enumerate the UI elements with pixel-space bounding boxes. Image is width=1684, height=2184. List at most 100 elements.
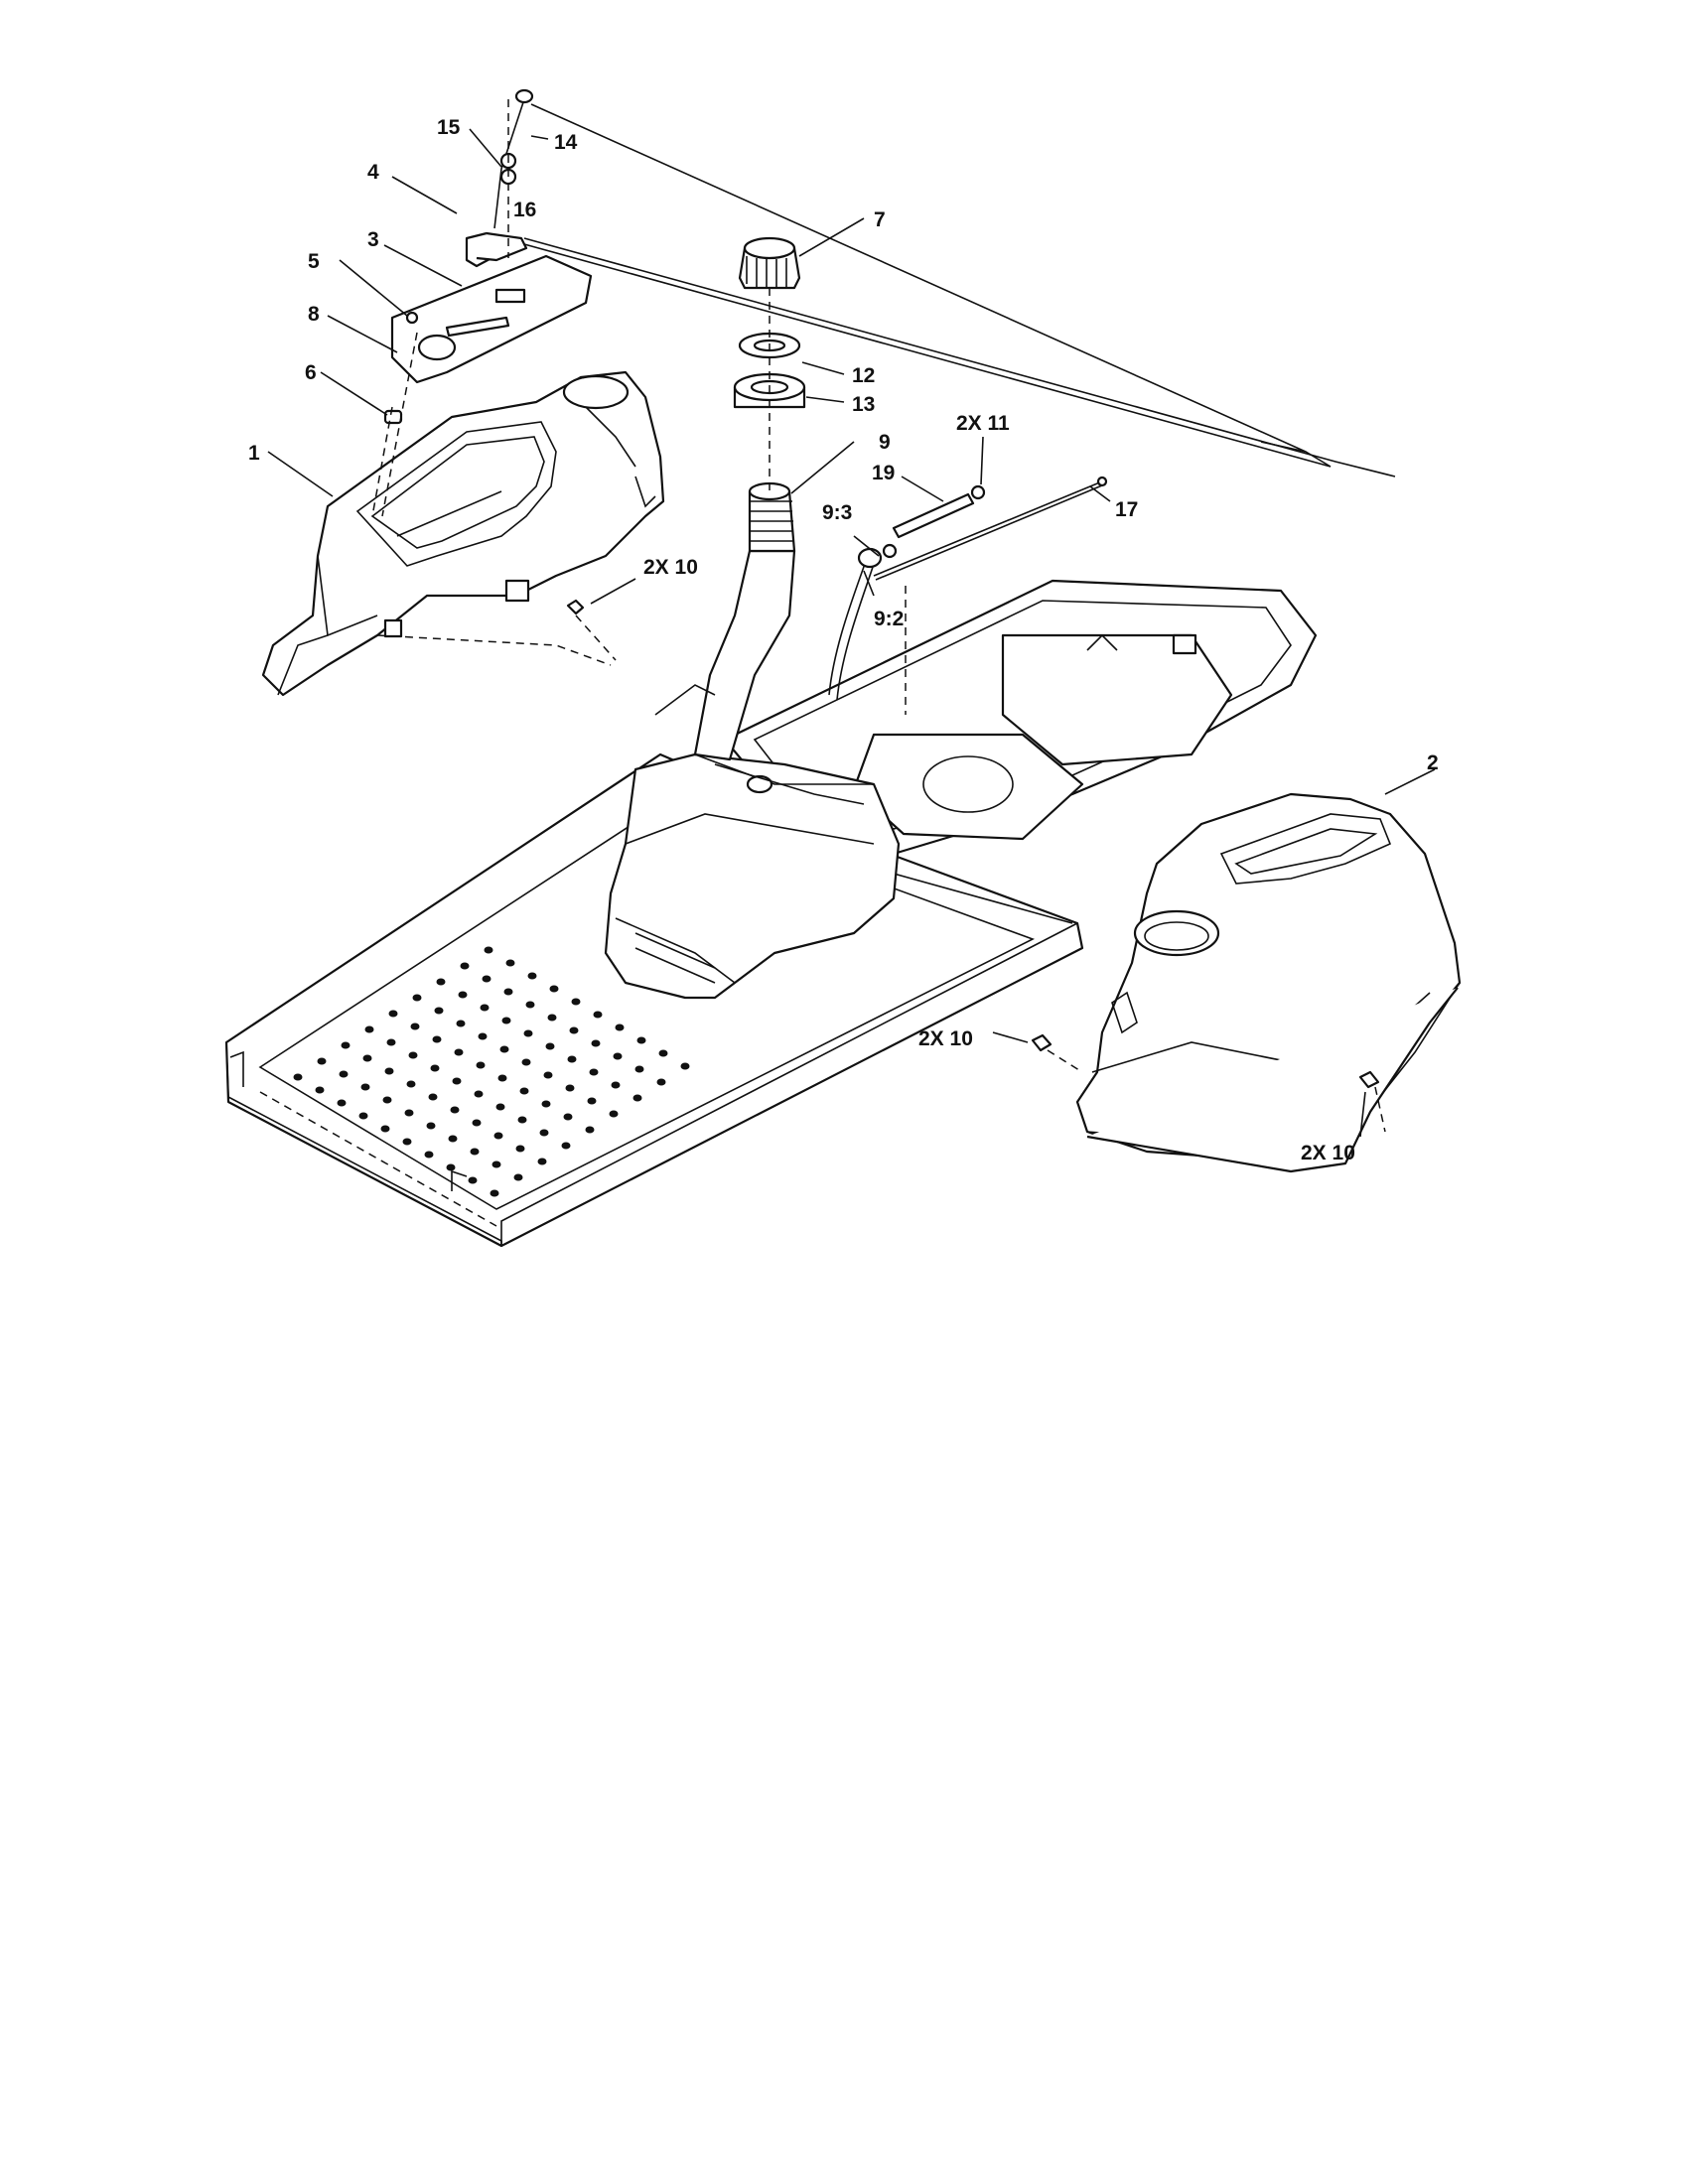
floor-hole [436, 978, 446, 986]
floor-hole [495, 1103, 505, 1111]
filler-neck [654, 481, 796, 761]
floor-hole [470, 1148, 480, 1156]
floor-hole [567, 1055, 577, 1063]
right-fender [1075, 792, 1462, 1173]
floor-hole [569, 1026, 579, 1034]
floor-hole [339, 1070, 349, 1078]
floor-hole [632, 1094, 642, 1102]
floor-hole [523, 1029, 533, 1037]
left-fender [261, 370, 665, 697]
floor-hole [360, 1083, 370, 1091]
floor-hole [474, 1090, 484, 1098]
floor-hole [412, 994, 422, 1002]
vent-fitting [857, 547, 883, 569]
floor-hole [452, 1077, 462, 1085]
floor-hole [380, 1125, 390, 1133]
control-knob [465, 231, 528, 268]
vent-nut [882, 543, 898, 559]
floor-hole [563, 1113, 573, 1121]
floor-hole [549, 985, 559, 993]
floor-hole [337, 1099, 347, 1107]
callout-12: 12 [852, 364, 875, 387]
nut-11 [970, 484, 986, 500]
floor-hole [456, 1020, 466, 1027]
floor-hole [482, 975, 491, 983]
support-rod-17 [873, 480, 1103, 577]
floor-hole [480, 1004, 490, 1012]
floor-hole [454, 1048, 464, 1056]
callout-9: 9 [879, 431, 891, 454]
floor-hole [525, 1001, 535, 1009]
floor-hole [587, 1097, 597, 1105]
floor-plate-holes [293, 946, 690, 1197]
floor-hole [527, 972, 537, 980]
floor-hole [428, 1093, 438, 1101]
floor-hole [484, 946, 493, 954]
floor-hole [513, 1173, 523, 1181]
floor-hole [497, 1074, 507, 1082]
callout-16: 16 [513, 199, 536, 221]
floor-hole [515, 1145, 525, 1153]
callout-9-2: 9:2 [874, 608, 904, 630]
callout-13: 13 [852, 393, 875, 416]
callout-14: 14 [554, 131, 578, 154]
floor-hole [460, 962, 470, 970]
floor-hole [382, 1096, 392, 1104]
floor-hole [493, 1132, 503, 1140]
floor-hole [634, 1065, 644, 1073]
floor-hole [571, 998, 581, 1006]
floor-hole [505, 959, 515, 967]
floor-hole [410, 1023, 420, 1030]
floor-hole [364, 1025, 374, 1033]
callout-7: 7 [874, 208, 886, 231]
throttle-cable [493, 88, 1396, 478]
floor-hole [543, 1071, 553, 1079]
callout-5: 5 [308, 250, 320, 273]
floor-hole [402, 1138, 412, 1146]
callout-2x10-a: 2X 10 [643, 556, 698, 579]
floor-hole [539, 1129, 549, 1137]
callout-15: 15 [437, 116, 461, 139]
callout-2x10-b: 2X 10 [918, 1027, 973, 1050]
floor-hole [358, 1112, 368, 1120]
floor-hole [491, 1160, 501, 1168]
fuel-cap [738, 236, 801, 290]
floor-hole [404, 1109, 414, 1117]
floor-hole [476, 1061, 486, 1069]
floor-hole [565, 1084, 575, 1092]
floor-hole [478, 1032, 488, 1040]
spacer-tube-19 [892, 492, 975, 539]
floor-hole [585, 1126, 595, 1134]
callout-labels: 14 15 16 4 3 5 8 6 1 2X 10 7 12 13 9 2X … [248, 116, 1439, 1164]
bolts-10 [566, 599, 1380, 1089]
floor-hole [517, 1116, 527, 1124]
assembly-lines [371, 99, 1386, 1133]
floor-hole [547, 1014, 557, 1022]
callout-17: 17 [1115, 498, 1138, 521]
floor-hole [450, 1106, 460, 1114]
floor-hole [432, 1035, 442, 1043]
floor-hole [362, 1054, 372, 1062]
floor-hole [490, 1189, 499, 1197]
callout-3: 3 [367, 228, 379, 251]
floor-hole [458, 991, 468, 999]
floor-hole [408, 1051, 418, 1059]
floor-hole [499, 1045, 509, 1053]
floor-hole [611, 1081, 621, 1089]
leader-lines [267, 128, 1436, 1138]
floor-hole [426, 1122, 436, 1130]
floor-hole [591, 1039, 601, 1047]
vent-hose [828, 560, 867, 696]
floor-hole [615, 1024, 625, 1031]
callout-9-3: 9:3 [822, 501, 852, 524]
floor-hole [341, 1041, 351, 1049]
floor-hole [521, 1058, 531, 1066]
floor-hole [545, 1042, 555, 1050]
floor-hole [501, 1017, 511, 1024]
floor-hole [537, 1158, 547, 1165]
floor-hole [384, 1067, 394, 1075]
floor-hole [386, 1038, 396, 1046]
callout-8: 8 [308, 303, 320, 326]
floor-hole [593, 1011, 603, 1019]
fuel-tank [604, 752, 901, 1000]
